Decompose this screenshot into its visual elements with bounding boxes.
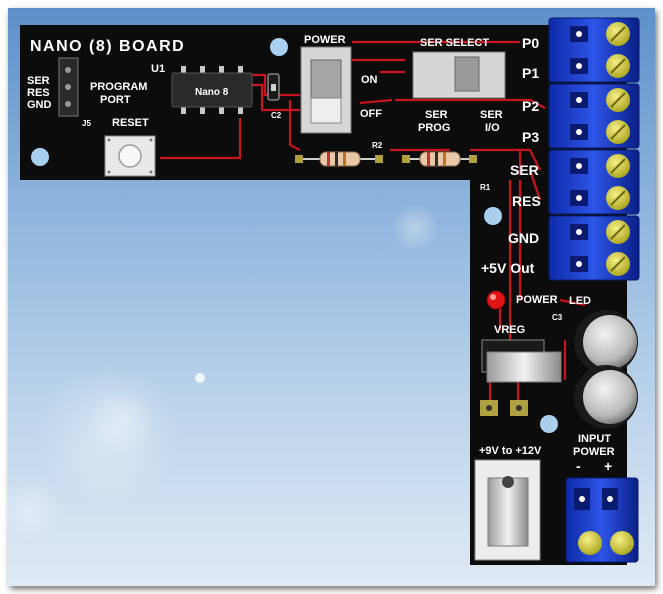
- ser-prog-label-1: SER: [425, 109, 448, 121]
- terminal-label-p3: P3: [522, 129, 539, 145]
- header-pin: [65, 67, 71, 73]
- pin-label-gnd: GND: [27, 99, 52, 111]
- input-range-label: +9V to +12V: [479, 445, 542, 457]
- resistor-band: [427, 152, 430, 166]
- dc-jack-sleeve: [487, 477, 529, 547]
- terminal-label-ser: SER: [510, 162, 539, 178]
- reset-button-corner: [107, 170, 111, 174]
- power-switch-label: POWER: [304, 34, 346, 46]
- board-title: NANO (8) BOARD: [30, 38, 185, 55]
- mounting-hole: [270, 38, 288, 56]
- lens-flare: [195, 373, 205, 383]
- resistor-r2-label: R2: [372, 141, 383, 150]
- mounting-hole: [540, 415, 558, 433]
- resistor-r1: [419, 151, 461, 167]
- resistor-pad: [295, 155, 303, 163]
- vreg-label: VREG: [494, 324, 525, 336]
- resistor-pad: [375, 155, 383, 163]
- chip-nano8: [171, 72, 253, 108]
- terminal-label-p1: P1: [522, 65, 539, 81]
- capacitor-c2-body: [271, 84, 276, 91]
- power-led: [486, 290, 506, 310]
- reset-label: RESET: [112, 117, 149, 129]
- terminal-block: [548, 17, 640, 83]
- lens-flare: [87, 385, 157, 455]
- power-led-label: POWER: [516, 294, 558, 306]
- input-power-terminal: [565, 477, 639, 563]
- reset-button-corner: [149, 170, 153, 174]
- ser-select-label: SER SELECT: [420, 37, 489, 49]
- terminal-screw: [610, 531, 634, 555]
- terminal-block: [548, 83, 640, 149]
- capacitor-c3-label: C3: [552, 313, 563, 322]
- terminal-label-5v-out: +5V Out: [481, 260, 535, 276]
- reset-button-corner: [149, 138, 153, 142]
- ser-select-slider[interactable]: [454, 56, 480, 92]
- terminal-label-res: RES: [512, 193, 541, 209]
- resistor-band: [443, 152, 446, 166]
- chip-ref: U1: [151, 63, 165, 75]
- reset-button-corner: [107, 138, 111, 142]
- resistor-band: [335, 152, 338, 166]
- terminal-block: [548, 149, 640, 215]
- terminal-label-gnd: GND: [508, 230, 539, 246]
- led-highlight: [490, 294, 496, 300]
- terminal-label-p0: P0: [522, 35, 539, 51]
- vreg-pad-hole: [486, 405, 492, 411]
- input-minus-label: -: [576, 458, 581, 474]
- capacitor-c3: [583, 315, 637, 369]
- vreg-pad-hole: [516, 405, 522, 411]
- program-port-ref: J5: [82, 119, 91, 128]
- ser-prog-label-2: PROG: [418, 122, 450, 134]
- resistor-band: [327, 152, 330, 166]
- capacitor-c2-label: C2: [271, 111, 282, 120]
- ser-io-label-2: I/O: [485, 122, 500, 134]
- resistor-pad: [402, 155, 410, 163]
- power-led-label-2: LED: [569, 295, 591, 307]
- input-power-label-1: INPUT: [578, 433, 611, 445]
- input-plus-label: +: [604, 458, 612, 474]
- pin-label-ser: SER: [27, 75, 50, 87]
- dc-jack-pin: [502, 476, 514, 488]
- chip-label: Nano 8: [195, 87, 229, 98]
- traces: [160, 40, 586, 405]
- lens-flare: [0, 478, 62, 542]
- resistor-r1-label: R1: [480, 183, 491, 192]
- input-power-label-2: POWER: [573, 446, 615, 458]
- ser-io-label-1: SER: [480, 109, 503, 121]
- mounting-hole: [31, 148, 49, 166]
- terminal-block: [548, 215, 640, 281]
- resistor-band: [343, 152, 346, 166]
- switch-on-label: ON: [361, 74, 378, 86]
- program-port-label-2: PORT: [100, 94, 131, 106]
- header-pin: [65, 101, 71, 107]
- power-switch-lever-base: [310, 97, 342, 124]
- reset-button-cap[interactable]: [118, 144, 142, 168]
- resistor-r2: [319, 151, 361, 167]
- capacitor-c4: [583, 370, 637, 424]
- resistor-pad: [469, 155, 477, 163]
- program-port-label-1: PROGRAM: [90, 81, 147, 93]
- terminal-label-p2: P2: [522, 98, 539, 114]
- header-pin: [65, 84, 71, 90]
- pin-label-res: RES: [27, 87, 50, 99]
- vreg-regulator: [486, 351, 562, 383]
- mounting-hole: [484, 207, 502, 225]
- resistor-band: [435, 152, 438, 166]
- power-switch-lever[interactable]: [310, 59, 342, 99]
- switch-off-label: OFF: [360, 108, 382, 120]
- terminal-screw: [578, 531, 602, 555]
- lens-flare: [391, 204, 439, 252]
- chip-pins: [181, 66, 243, 114]
